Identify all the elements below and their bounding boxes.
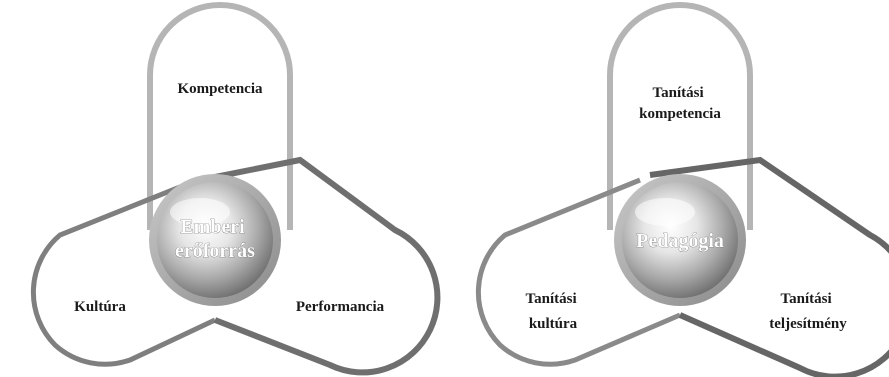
label-right: Performancia [296, 299, 385, 315]
label-left-line: Tanítási [526, 291, 577, 307]
label-top: Tanítási kompetencia [639, 85, 721, 122]
center-label: Emberi erőforrás [175, 216, 255, 262]
label-left-line: kultúra [529, 316, 578, 332]
lobe-left [30, 182, 217, 367]
diagram-pedagogia: Pedagógia Tanítási kompetencia Tanítási … [475, 2, 889, 377]
label-right-line: teljesítmény [769, 316, 847, 332]
diagram-emberi-eroforras: Emberi erőforrás Kompetencia Kultúra Per… [30, 2, 441, 376]
label-top-line: kompetencia [639, 106, 721, 122]
label-right-line: Performancia [296, 299, 385, 315]
label-left-line: Kultúra [74, 299, 126, 315]
center-label-line: Emberi [180, 216, 245, 238]
lobe-top [607, 2, 753, 230]
label-right: Tanítási teljesítmény [769, 291, 847, 332]
center-label-line: erőforrás [175, 240, 255, 262]
label-right-line: Tanítási [781, 291, 832, 307]
lobe-top [147, 2, 293, 230]
center-label: Pedagógia [636, 230, 724, 252]
lobe-left [475, 177, 681, 367]
label-top-line: Tanítási [653, 85, 704, 101]
label-left: Kultúra [74, 299, 126, 315]
center-label-line: Pedagógia [636, 230, 724, 252]
lobe-right [199, 156, 441, 376]
label-top-line: Kompetencia [178, 81, 263, 97]
label-top: Kompetencia [178, 81, 263, 97]
label-left: Tanítási kultúra [526, 291, 581, 332]
